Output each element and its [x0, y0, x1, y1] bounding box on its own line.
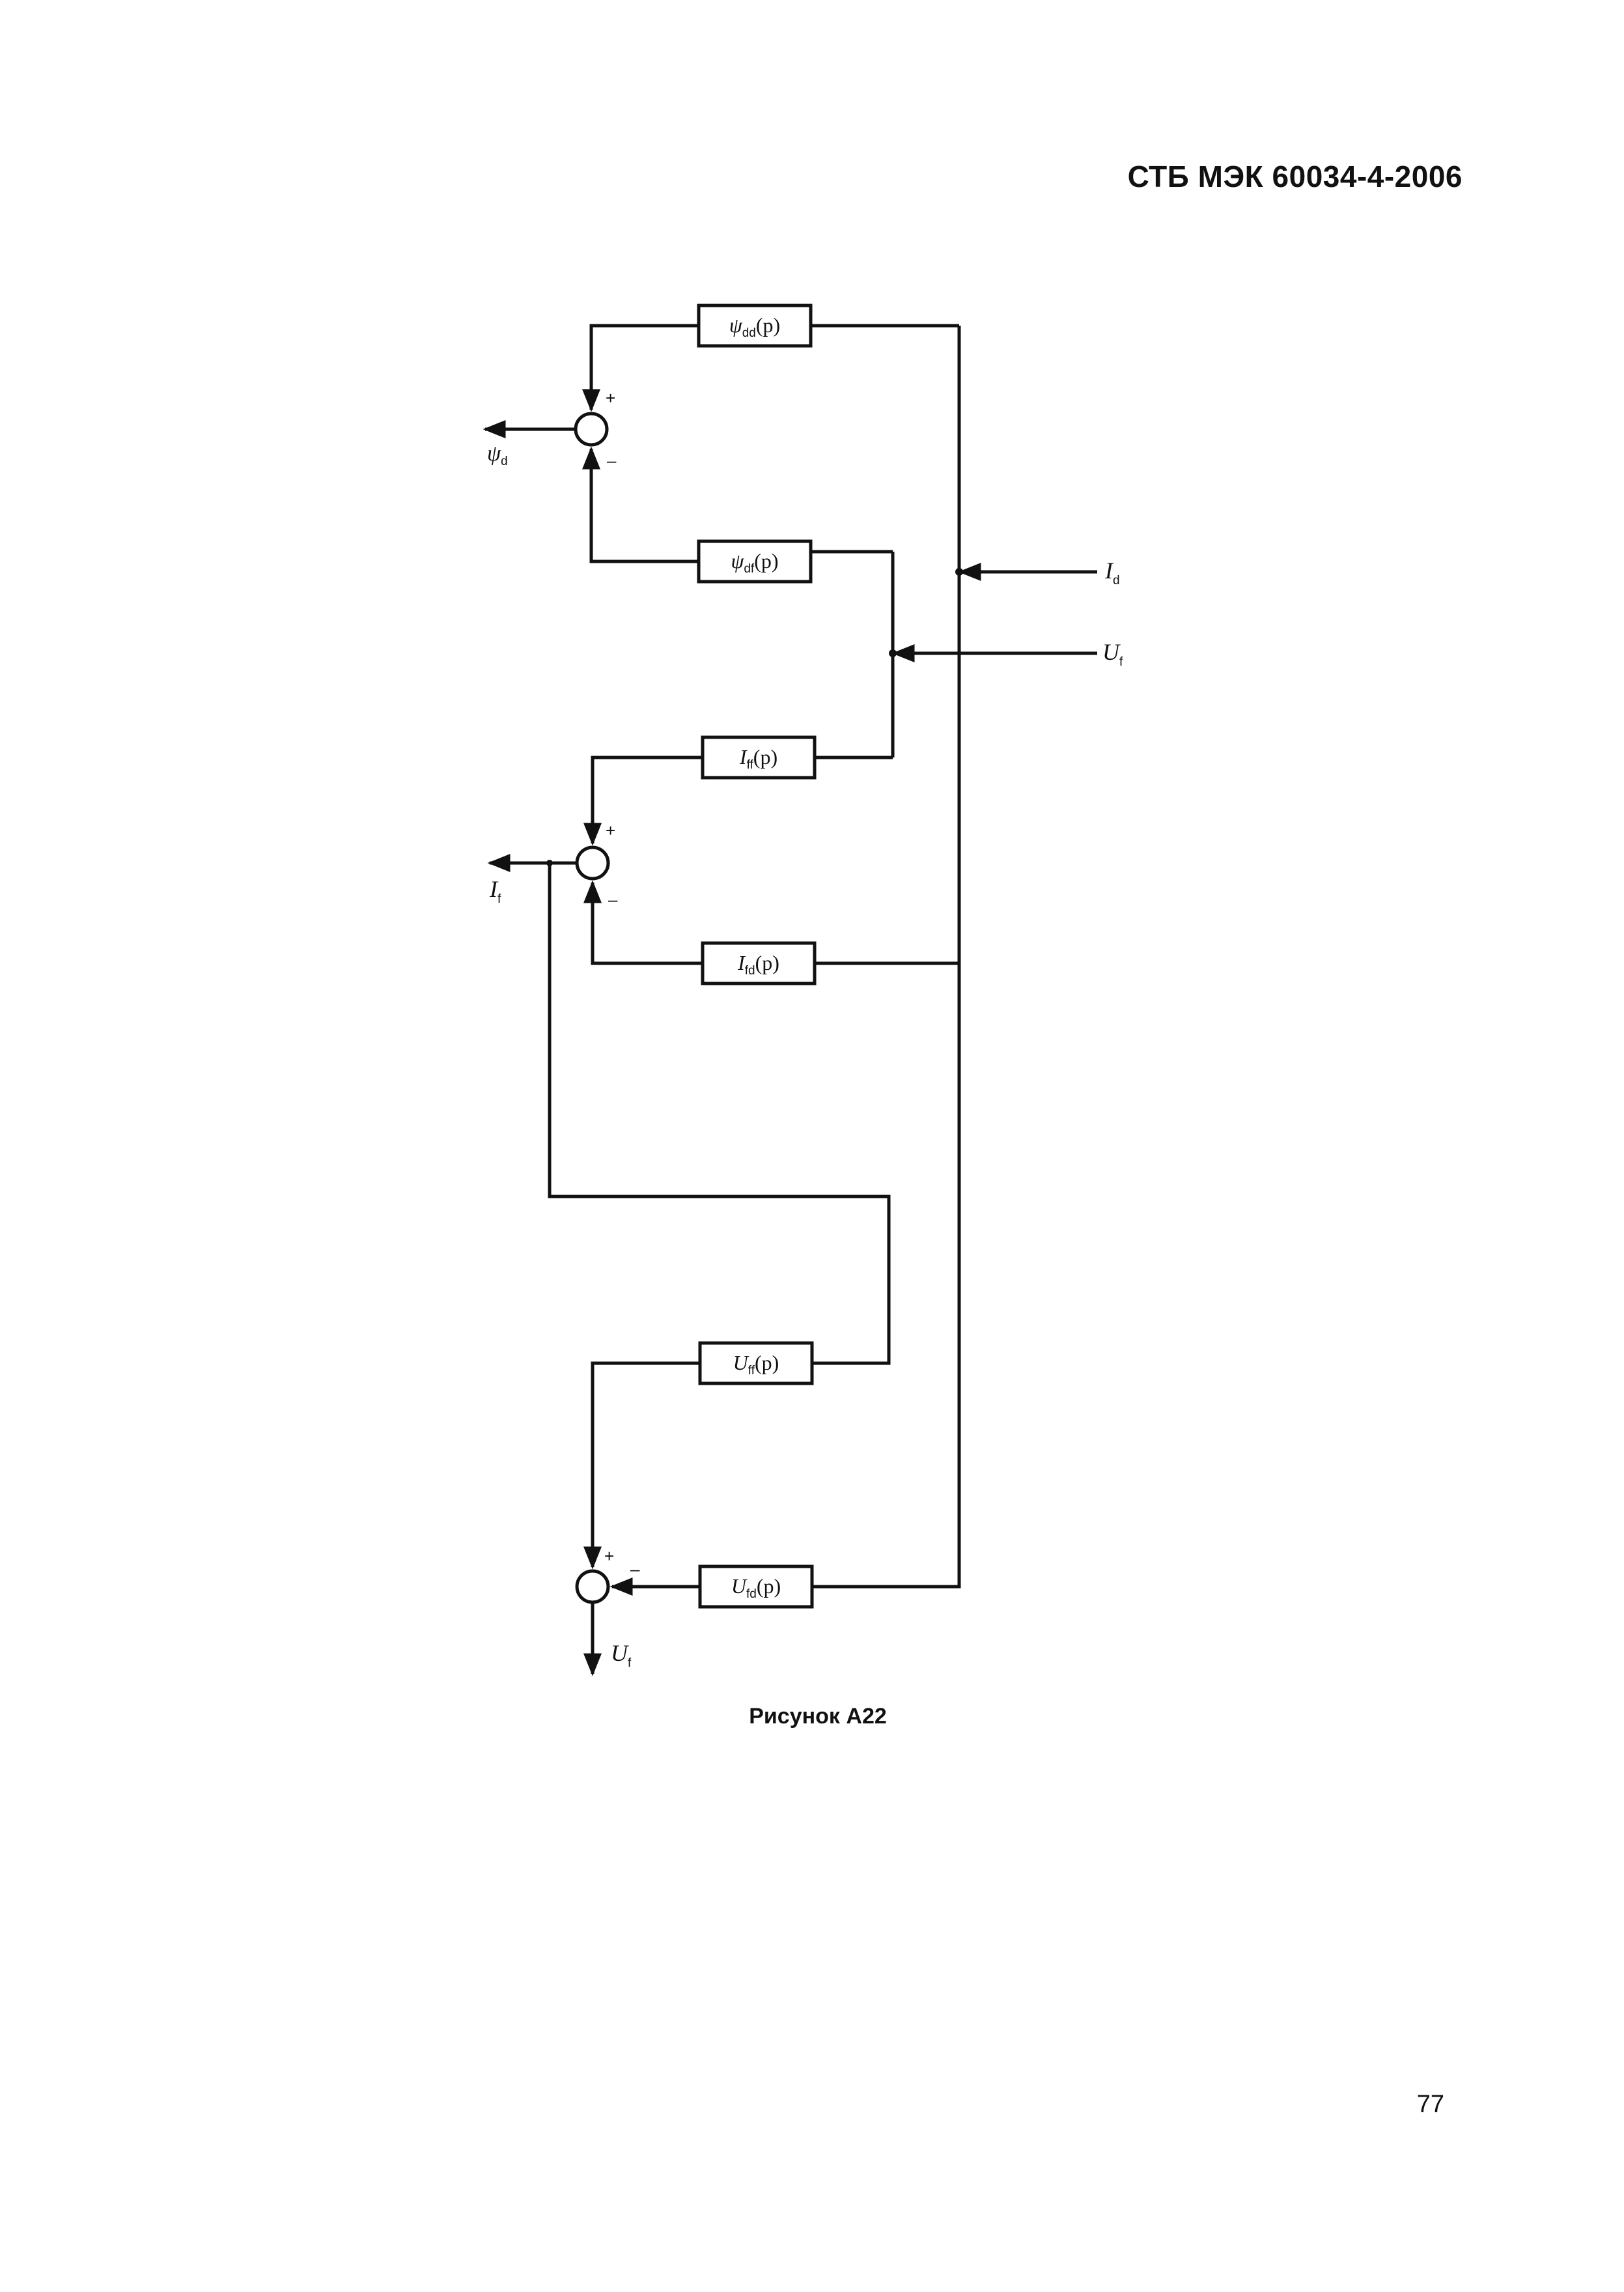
wire-ifd-to-sum [583, 880, 703, 965]
sign-plus-3: + [604, 1546, 614, 1566]
junction-dot-id [955, 568, 963, 576]
wire-uff-to-sum [583, 1361, 700, 1570]
sign-plus-2: + [606, 821, 615, 840]
block-i-fd [701, 941, 817, 985]
label-i-ff: Iff(p) [739, 745, 777, 772]
figure-caption: Рисунок A22 [749, 1704, 887, 1729]
block-psi-dd [697, 304, 813, 348]
label-u-fd: Ufd(p) [731, 1574, 781, 1601]
junction-dot-uf [889, 649, 897, 657]
signal-psi-d: ψd [487, 442, 508, 468]
summing-junction-i-f [575, 845, 610, 881]
sign-minus-3: – [630, 1559, 640, 1579]
wire-iff-to-sum [583, 756, 703, 846]
label-i-fd: Ifd(p) [737, 951, 779, 978]
page-number: 77 [1416, 2091, 1444, 2118]
block-psi-df [697, 539, 813, 584]
label-u-ff: Uff(p) [733, 1351, 779, 1378]
sign-minus-1: – [607, 451, 617, 470]
label-psi-dd: ψdd(p) [729, 313, 780, 340]
sign-plus-1: + [606, 388, 615, 408]
wire-bus-to-ufd [812, 1578, 961, 1589]
summing-junction-u-f [575, 1569, 610, 1604]
label-psi-df: ψdf(p) [731, 549, 778, 576]
wire-if-feedback [548, 863, 891, 1365]
wire-psi-df-to-sum [582, 446, 699, 563]
signal-i-f: If [489, 876, 501, 906]
sign-minus-2: – [608, 890, 618, 909]
signal-u-f-out: Uf [611, 1640, 632, 1670]
wire-psi-dd-to-sum [582, 324, 699, 412]
signal-i-d: Id [1104, 558, 1120, 587]
summing-junction-psi-d [574, 412, 609, 447]
document-header: СТБ МЭК 60034-4-2006 [1127, 160, 1463, 193]
signal-u-f-in: Uf [1102, 639, 1123, 669]
